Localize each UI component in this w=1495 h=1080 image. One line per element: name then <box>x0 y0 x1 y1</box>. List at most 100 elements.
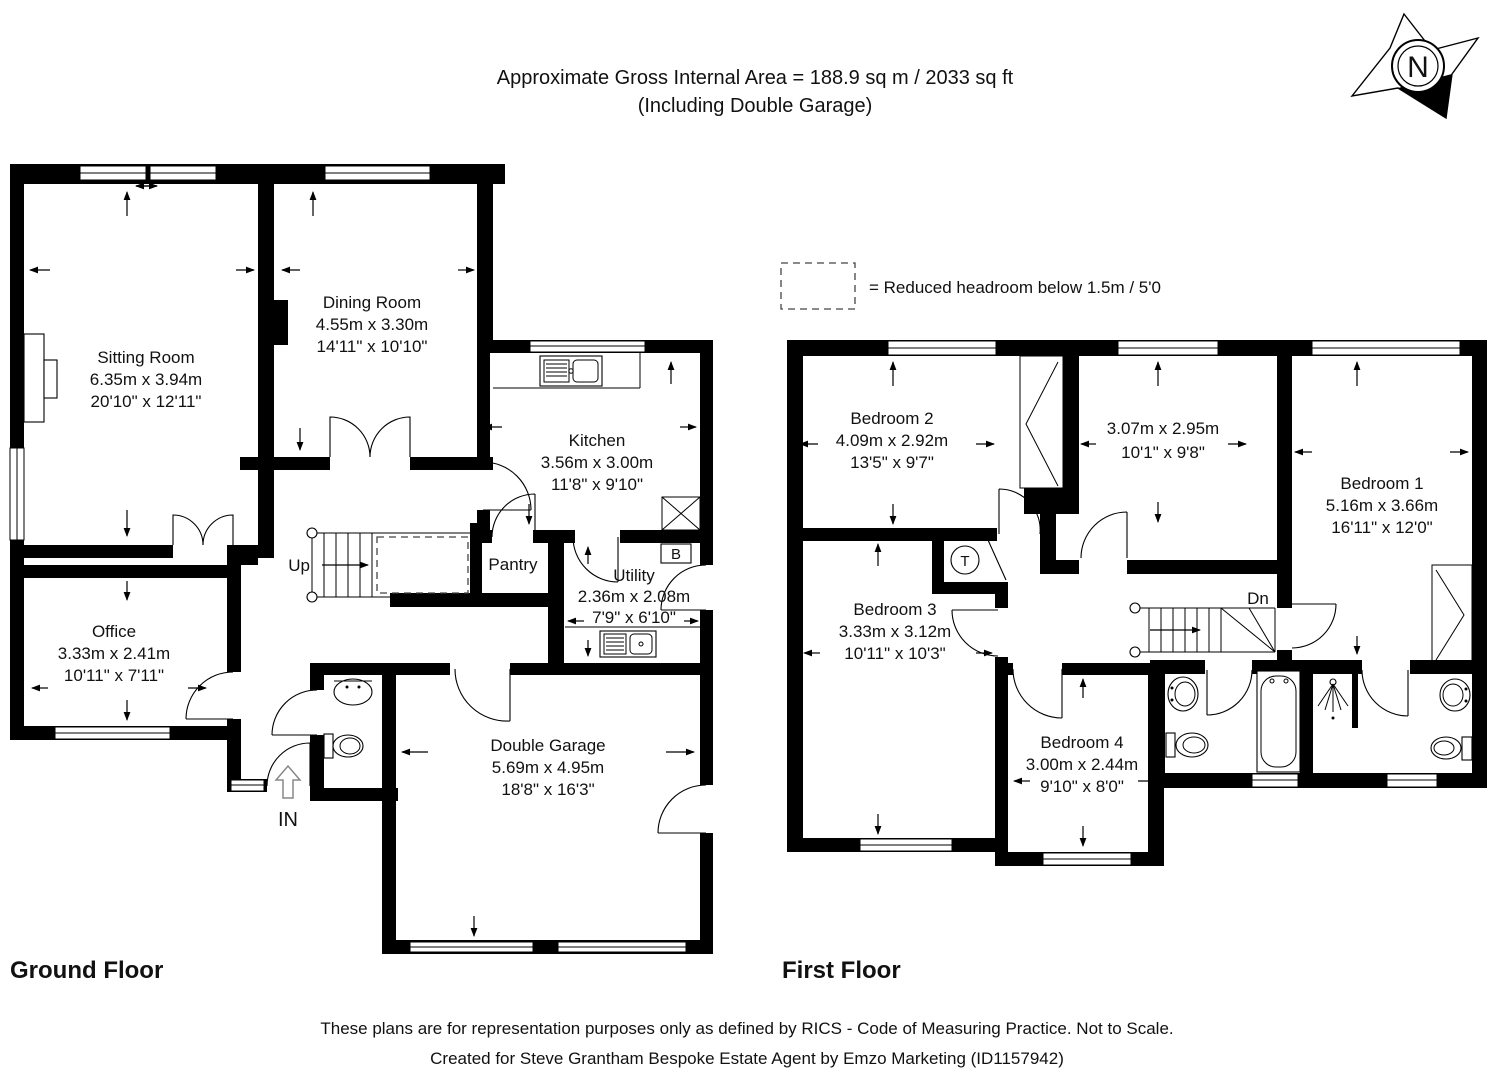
ensuite-window <box>1386 773 1438 788</box>
garage-door-opening <box>409 941 534 953</box>
bedroom4-window <box>1042 852 1132 866</box>
fireplace <box>23 333 58 423</box>
pantry-name: Pantry <box>488 555 538 574</box>
stairs-up-label: Up <box>288 556 310 575</box>
utility-name: Utility <box>613 566 655 585</box>
kitchen-name: Kitchen <box>569 431 626 450</box>
garage-door-opening <box>557 941 687 953</box>
footer-line1: These plans are for representation purpo… <box>320 1019 1173 1038</box>
bedroom1-door <box>1291 603 1337 649</box>
first-floor-title: First Floor <box>782 957 901 984</box>
boiler: B <box>660 543 692 564</box>
first-floor-doors <box>951 355 1473 719</box>
office-door <box>185 671 234 720</box>
ground-floor-title: Ground Floor <box>10 957 163 984</box>
first-floor-walls <box>787 340 1487 866</box>
bedroom4-name: Bedroom 4 <box>1040 733 1123 752</box>
ground-floor-dimension-arrows <box>29 182 699 937</box>
bathtub <box>1256 670 1301 773</box>
garage-hall-door <box>454 668 511 722</box>
kitchen-imperial: 11'8" x 9'10" <box>551 475 643 494</box>
first-floor-labels: Bedroom 2 4.09m x 2.92m 13'5" x 9'7" 3.0… <box>836 409 1438 796</box>
dining-room-metric: 4.55m x 3.30m <box>316 315 428 334</box>
kitchen-window <box>529 340 646 353</box>
shower <box>1317 678 1349 720</box>
north-label: N <box>1407 51 1429 84</box>
ground-floor-walls <box>10 164 713 954</box>
bedroom2-window <box>887 340 997 356</box>
sitting-room-window <box>79 165 147 181</box>
bedroom1-name: Bedroom 1 <box>1340 474 1423 493</box>
legend-dashed-box <box>780 262 856 310</box>
ground-floor-windows <box>9 165 687 953</box>
front-door <box>266 742 311 787</box>
compass-inner-circle <box>1397 45 1439 87</box>
utility-back-door <box>660 564 707 611</box>
bedroom4-metric: 3.00m x 2.44m <box>1026 755 1138 774</box>
utility-sink <box>565 626 700 658</box>
bedroom4-imperial: 9'10" x 8'0" <box>1040 777 1124 796</box>
upstairs-room-door <box>1080 511 1128 559</box>
wc-door <box>271 689 318 736</box>
dining-room-imperial: 14'11" x 10'10" <box>317 337 428 356</box>
office-imperial: 10'11" x 7'11" <box>64 666 164 685</box>
garage-name: Double Garage <box>490 736 605 755</box>
ground-floor-fixtures: B IN <box>23 333 701 831</box>
office-name: Office <box>92 622 136 641</box>
dining-room-window <box>324 165 431 181</box>
pantry-door <box>491 493 536 538</box>
tank-cupboard-door <box>987 539 1007 581</box>
upstairs-room-imperial: 10'1" x 9'8" <box>1121 443 1205 462</box>
bedroom1-window <box>1311 340 1461 356</box>
ensuite-basin <box>1439 678 1471 712</box>
header: Approximate Gross Internal Area = 188.9 … <box>497 67 1014 117</box>
bathroom-basin <box>1167 676 1199 712</box>
airing-cupboard <box>661 496 701 531</box>
kitchen-metric: 3.56m x 3.00m <box>541 453 653 472</box>
footer-line2: Created for Steve Grantham Bespoke Estat… <box>430 1049 1064 1068</box>
ground-floor-doors <box>172 416 707 834</box>
first-floor-fixtures: T <box>950 545 1473 773</box>
sitting-double-door <box>172 514 204 546</box>
utility-door <box>572 536 619 583</box>
boiler-label: B <box>671 546 681 563</box>
stairs-down-label: Dn <box>1247 589 1269 608</box>
bedroom4-door <box>1012 668 1063 719</box>
bedroom3-metric: 3.33m x 3.12m <box>839 622 951 641</box>
sitting-room-window <box>149 165 217 181</box>
garage-side-door <box>657 784 707 834</box>
sitting-room-imperial: 20'10" x 12'11" <box>91 392 202 411</box>
sitting-room-name: Sitting Room <box>97 348 194 367</box>
ensuite-toilet <box>1430 736 1473 761</box>
bedroom3-door <box>951 609 999 657</box>
ground-floor-stairs: Up <box>288 527 470 603</box>
upstairs-room-window <box>1117 340 1219 356</box>
upstairs-room-metric: 3.07m x 2.95m <box>1107 419 1219 438</box>
utility-metric: 2.36m x 2.08m <box>578 587 690 606</box>
header-line2: (Including Double Garage) <box>638 95 873 117</box>
bathroom-toilet <box>1165 732 1209 758</box>
kitchen-door <box>482 461 532 511</box>
water-tank: T <box>950 545 980 575</box>
bedroom3-name: Bedroom 3 <box>853 600 936 619</box>
bathroom-door <box>1206 669 1253 716</box>
kitchen-sink <box>493 353 641 389</box>
dining-double-door <box>369 416 411 458</box>
first-floor-dimension-arrows <box>799 361 1469 847</box>
dining-double-door <box>329 416 371 458</box>
reduced-headroom-legend: = Reduced headroom below 1.5m / 5'0 <box>780 262 1161 310</box>
reduced-headroom-area <box>376 536 469 594</box>
compass-rose: N <box>1350 12 1480 120</box>
first-floor-stairs: Dn <box>1129 589 1276 658</box>
garage-imperial: 18'8" x 16'3" <box>501 780 594 799</box>
wc-basin <box>333 678 373 706</box>
dining-room-name: Dining Room <box>323 293 421 312</box>
legend-text: = Reduced headroom below 1.5m / 5'0 <box>869 278 1161 297</box>
bedroom3-imperial: 10'11" x 10'3" <box>844 644 945 663</box>
header-line1: Approximate Gross Internal Area = 188.9 … <box>497 67 1014 89</box>
bedroom2-wardrobe <box>1019 355 1064 489</box>
tank-label: T <box>960 553 969 570</box>
entrance-sidelight-window <box>230 779 265 792</box>
